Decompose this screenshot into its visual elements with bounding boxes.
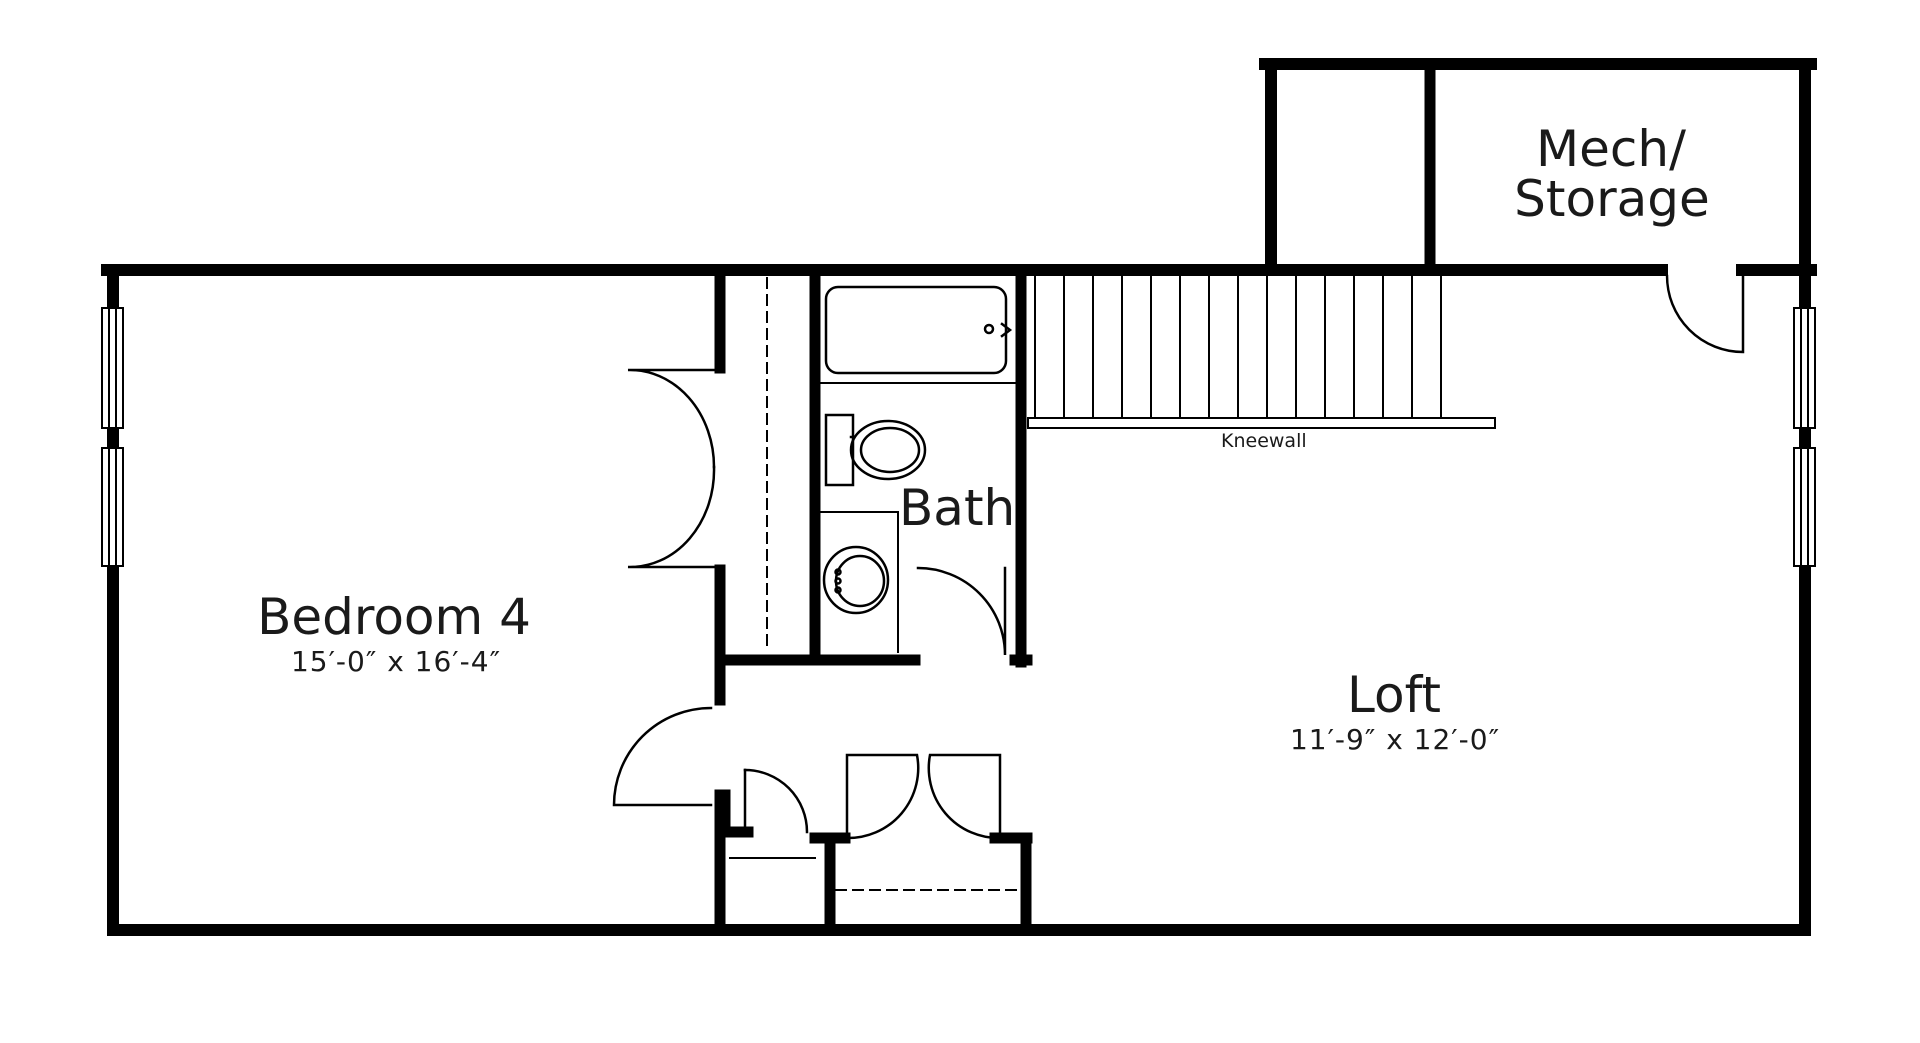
thin-lines xyxy=(729,382,1017,859)
door-swings xyxy=(612,274,1745,840)
mech-storage-line1: Mech/ xyxy=(1536,120,1686,178)
bedroom-name: Bedroom 4 xyxy=(257,588,531,646)
stairs xyxy=(1027,417,1496,429)
stair-treads xyxy=(1034,275,1442,419)
sink xyxy=(822,545,890,615)
interior-walls xyxy=(714,58,1436,936)
kneewall-label: Kneewall xyxy=(1221,430,1307,452)
loft-name: Loft xyxy=(1347,666,1441,724)
closet-rods xyxy=(766,277,1020,891)
bath-name: Bath xyxy=(899,479,1016,537)
windows xyxy=(101,307,1816,567)
toilet xyxy=(824,413,927,487)
mech-storage-line2: Storage xyxy=(1514,170,1710,228)
bathtub xyxy=(824,285,1013,375)
exterior-walls xyxy=(101,58,1817,936)
bedroom-dimensions: 15′-0″ x 16′-4″ xyxy=(290,645,502,678)
loft-dimensions: 11′-9″ x 12′-0″ xyxy=(1289,723,1501,756)
